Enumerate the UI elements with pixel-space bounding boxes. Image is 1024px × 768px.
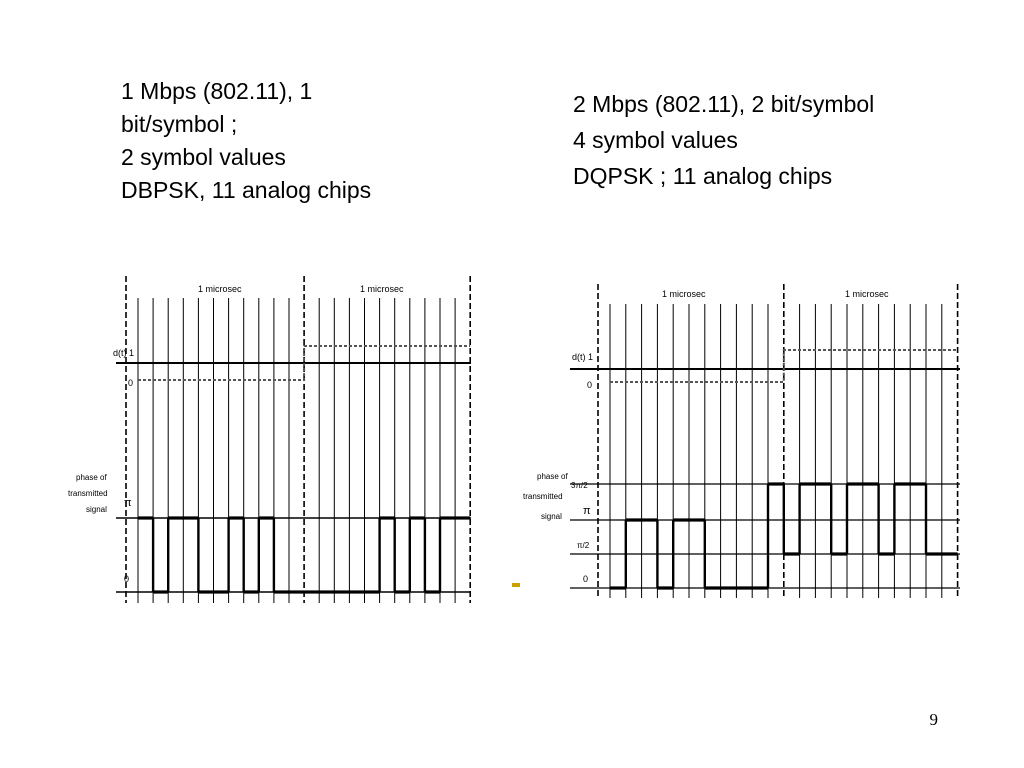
phase-waveform [610, 482, 958, 590]
phase-waveform [138, 516, 471, 594]
pi-two-label: π/2 [577, 541, 590, 550]
zero-label-bottom: 0 [124, 574, 129, 584]
zero-label-top: 0 [128, 378, 133, 388]
chip-gridlines [125, 276, 472, 603]
phase-label-line: signal [541, 512, 562, 521]
dbpsk-waveform-diagram: 1 microsec 1 microsec d(t) 1 0 phase of … [66, 268, 496, 623]
dt-label: d(t) 1 [113, 348, 134, 358]
top-interval-label-b: 1 microsec [360, 284, 404, 294]
left-caption: 1 Mbps (802.11), 1 bit/symbol ; 2 symbol… [121, 75, 371, 207]
phase-label-line: signal [86, 505, 107, 514]
right-caption-line: DQPSK ; 11 analog chips [573, 163, 833, 189]
dqpsk-figure: 1 microsec 1 microsec d(t) 1 0 phase of … [515, 276, 965, 621]
top-interval-label-b: 1 microsec [845, 289, 889, 299]
right-caption-line: 4 symbol values [573, 127, 738, 153]
data-bit-line [610, 349, 958, 383]
left-caption-line: DBPSK, 11 analog chips [121, 177, 372, 203]
right-caption: 2 Mbps (802.11), 2 bit/symbol 4 symbol v… [573, 86, 874, 194]
zero-label-top: 0 [587, 380, 592, 390]
phase-label-line: transmitted [523, 492, 563, 501]
page-number: 9 [929, 710, 939, 729]
three-pi-two-label: 3π/2 [571, 481, 588, 490]
left-caption-line: 1 Mbps (802.11), 1 [121, 78, 313, 104]
dbpsk-figure: 1 microsec 1 microsec d(t) 1 0 phase of … [66, 268, 496, 628]
data-bit-waveform [610, 349, 958, 383]
left-caption-line: bit/symbol ; [121, 111, 238, 137]
phase-label-line: phase of [537, 472, 568, 481]
left-caption-line: 2 symbol values [121, 144, 286, 170]
bullet-mark [512, 583, 520, 587]
top-interval-label-a: 1 microsec [662, 289, 706, 299]
dqpsk-waveform-diagram: 1 microsec 1 microsec d(t) 1 0 phase of … [515, 276, 965, 616]
dt-label: d(t) 1 [572, 352, 593, 362]
phase-label-line: transmitted [68, 489, 108, 498]
right-caption-line: 2 Mbps (802.11), 2 bit/symbol [573, 91, 875, 117]
zero-label-bottom: 0 [583, 574, 588, 584]
pi-label: π [583, 505, 591, 517]
pi-label: π [124, 497, 132, 509]
phase-label-line: phase of [76, 473, 107, 482]
top-interval-label-a: 1 microsec [198, 284, 242, 294]
